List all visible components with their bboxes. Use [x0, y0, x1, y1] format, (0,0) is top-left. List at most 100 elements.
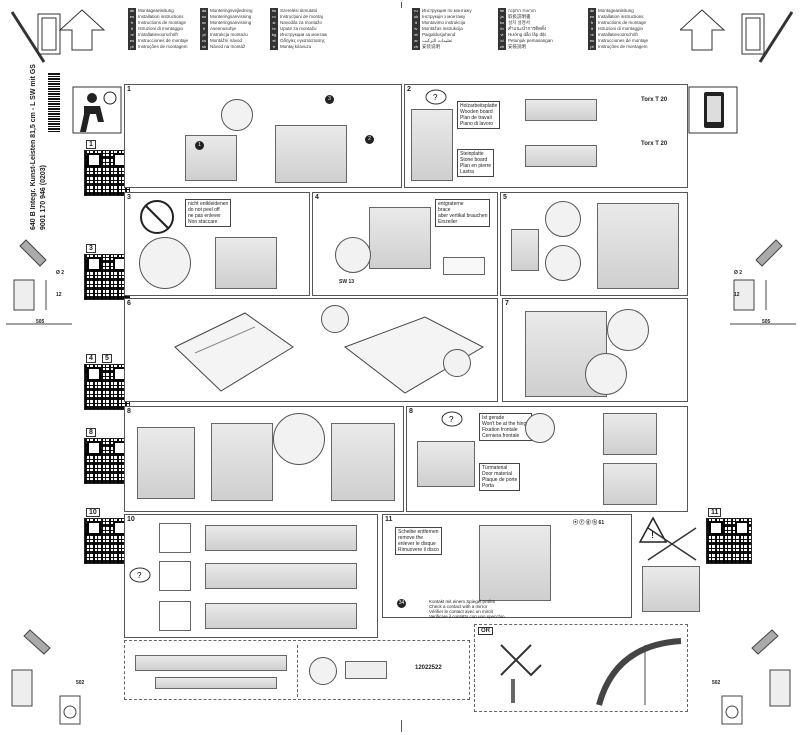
- panel-option: [159, 601, 191, 631]
- or-label: OR: [478, 627, 493, 635]
- dishwasher-illustration: [275, 125, 347, 183]
- language-title: Monteringsanvisning: [210, 20, 252, 25]
- language-title: Upute za montažu: [280, 26, 317, 31]
- qr-label: 1: [86, 140, 96, 149]
- language-code: it: [588, 26, 596, 32]
- step-number: 2: [407, 86, 411, 93]
- language-code: pt: [128, 44, 136, 50]
- corner-pencil-right-icon: [680, 9, 794, 63]
- language-code: el: [270, 38, 278, 44]
- language-title: 取扱説明書: [508, 14, 531, 19]
- dishwasher-illustration: [603, 463, 657, 505]
- part-number: 12022522: [415, 665, 442, 671]
- app-phone-icon: [688, 86, 738, 134]
- language-code: ru: [412, 8, 420, 14]
- drill-bottom-right-dim: 502: [712, 680, 721, 686]
- torx-label: Torx T 20: [641, 141, 668, 147]
- language-code: lt: [412, 20, 420, 26]
- panel-step-7: 7: [502, 298, 688, 402]
- cabinet-illustration: [411, 109, 453, 181]
- language-code: uk: [412, 14, 420, 20]
- fold-mark: [401, 720, 402, 732]
- hose-bend-icon: [596, 638, 682, 706]
- callout-badge: 34: [397, 599, 406, 608]
- dishwasher-illustration: [603, 413, 657, 455]
- language-title: Инструкции за монтаж: [280, 32, 327, 37]
- drill-bottom-right-icon: [721, 629, 791, 725]
- door-panel-drawing: [174, 312, 294, 392]
- language-title: Installatievoorschrift: [598, 32, 638, 37]
- language-title: Installation instructions: [138, 14, 184, 19]
- drill-right-icon: [730, 239, 796, 325]
- dishwasher-illustration: [642, 566, 700, 612]
- svg-text:!: !: [651, 529, 654, 541]
- dishwasher-illustration: [215, 237, 277, 289]
- language-title: Hướng dẫn lắp đặt: [508, 32, 546, 37]
- language-code: it: [128, 26, 136, 32]
- language-title: הוראות התקנה: [508, 8, 536, 13]
- detail-circle: [335, 237, 371, 273]
- step-number: 8: [127, 408, 131, 415]
- language-title: Paigaldusjuhend: [422, 32, 456, 37]
- language-code: hu: [270, 8, 278, 14]
- language-code: ja: [498, 14, 506, 20]
- language-title: Інструкція з монтажу: [422, 14, 466, 19]
- language-title: คำแนะนำการติดตั้ง: [508, 26, 547, 31]
- question-bubble-icon: ?: [425, 89, 447, 105]
- language-title: Návod na montáž: [210, 44, 246, 49]
- drill-bottom-left-dim: 502: [76, 680, 85, 686]
- hinge-illustration: [205, 563, 357, 589]
- callout-badge: 2: [365, 135, 374, 144]
- drill-bottom-left-icon: [11, 629, 81, 725]
- drill-left-diameter: Ø 2: [56, 270, 65, 276]
- step-number: 11: [385, 516, 393, 523]
- language-title: Montageanleitung: [138, 8, 174, 13]
- language-code: sv: [200, 20, 208, 26]
- language-title: Instructions de montage: [138, 20, 187, 25]
- language-title: Instruções de montagem: [598, 44, 648, 49]
- language-code: en: [588, 14, 596, 20]
- language-title: Installation instructions: [598, 14, 644, 19]
- language-code: cs: [200, 38, 208, 44]
- language-title: Instruções de montagem: [138, 44, 188, 49]
- panel-kit-contents: 12022522: [124, 640, 470, 700]
- dishwasher-illustration: [597, 203, 679, 289]
- language-code: nl: [128, 32, 136, 38]
- language-title: Montážní návod: [210, 38, 243, 43]
- qr-label: 10: [86, 508, 100, 517]
- language-title: Petunjuk pemasangan: [508, 38, 553, 43]
- language-title: Monteringsanvisning: [210, 14, 252, 19]
- language-code: id: [498, 38, 506, 44]
- qr-code: [84, 364, 130, 410]
- language-code: de: [128, 8, 136, 14]
- clip-parts: [345, 661, 387, 679]
- language-title: Инструкция по монтажу: [422, 8, 472, 13]
- language-code: bg: [270, 32, 278, 38]
- language-code: nl: [588, 32, 596, 38]
